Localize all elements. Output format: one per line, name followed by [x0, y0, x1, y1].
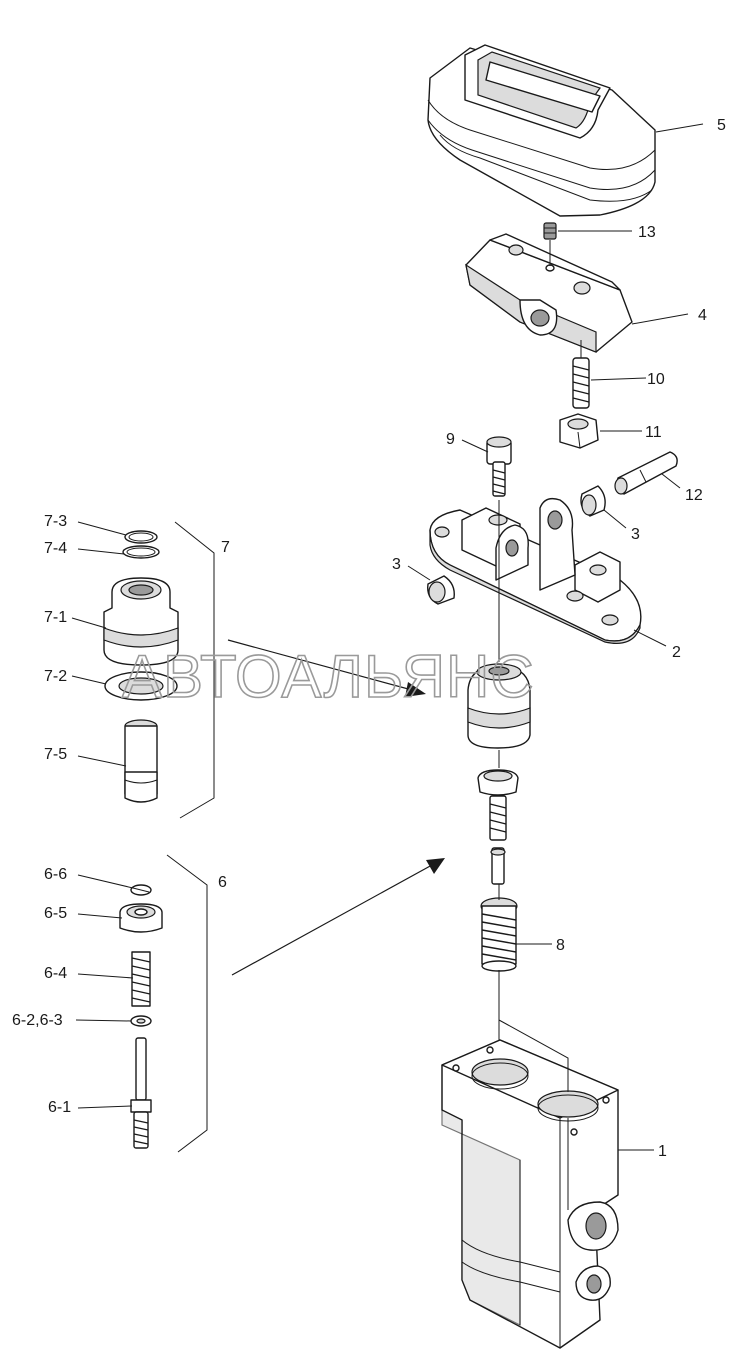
- bracket-group-6: [166, 854, 208, 1153]
- callout-8: 8: [556, 937, 565, 954]
- group-6-parts: [119, 884, 163, 1149]
- callout-7-2: 7-2: [44, 668, 67, 685]
- callout-5: 5: [717, 117, 726, 134]
- callout-6-4: 6-4: [44, 965, 67, 982]
- part-12-pin: [614, 451, 678, 495]
- callout-7-5: 7-5: [44, 746, 67, 763]
- callout-13: 13: [638, 224, 656, 241]
- callout-9: 9: [446, 431, 455, 448]
- group-7-parts: [103, 530, 179, 803]
- callout-12: 12: [685, 487, 703, 504]
- callout-7-1: 7-1: [44, 609, 67, 626]
- watermark-text: АВТОАЛЬЯНС: [122, 643, 535, 710]
- callout-11: 11: [645, 424, 662, 441]
- callout-7-4: 7-4: [44, 540, 67, 557]
- callout-7: 7: [221, 539, 230, 556]
- assembly-arrows: [227, 639, 445, 976]
- part-8-spring: [480, 897, 518, 972]
- callout-labels: 5 13 4 10 11 9 12 3 3 2 8 1 7 6 7-3 7-4 …: [12, 117, 726, 1160]
- callout-6-2-6-3: 6-2,6-3: [12, 1012, 63, 1029]
- callout-2: 2: [672, 644, 681, 661]
- callout-4: 4: [698, 307, 707, 324]
- callout-6-1: 6-1: [48, 1099, 71, 1116]
- alignment-lines: [498, 240, 582, 1210]
- part-11-nut: [559, 413, 599, 449]
- part-3-bushing-right: [580, 485, 606, 517]
- part-13-set-screw: [543, 222, 557, 240]
- part-2-mounting-plate: [429, 497, 642, 644]
- part-1-valve-body: [441, 1039, 619, 1349]
- callout-7-3: 7-3: [44, 513, 67, 530]
- part-4-lever-bracket: [465, 233, 633, 353]
- part-9-cap-screw: [486, 436, 512, 497]
- plunger-center: [477, 769, 519, 885]
- callout-1: 1: [658, 1143, 667, 1160]
- callout-10: 10: [647, 371, 665, 388]
- callout-3-right: 3: [631, 526, 640, 543]
- callout-3-left: 3: [392, 556, 401, 573]
- bracket-group-7: [174, 521, 215, 819]
- part-10-threaded-stud: [572, 357, 590, 409]
- leader-lines: [71, 123, 704, 1151]
- part-3-bushing-left: [427, 575, 455, 605]
- callout-6-6: 6-6: [44, 866, 67, 883]
- part-5-rubber-boot: [427, 44, 656, 217]
- callout-6-5: 6-5: [44, 905, 67, 922]
- valve-assembly-center: [467, 663, 531, 749]
- callout-6: 6: [218, 874, 227, 891]
